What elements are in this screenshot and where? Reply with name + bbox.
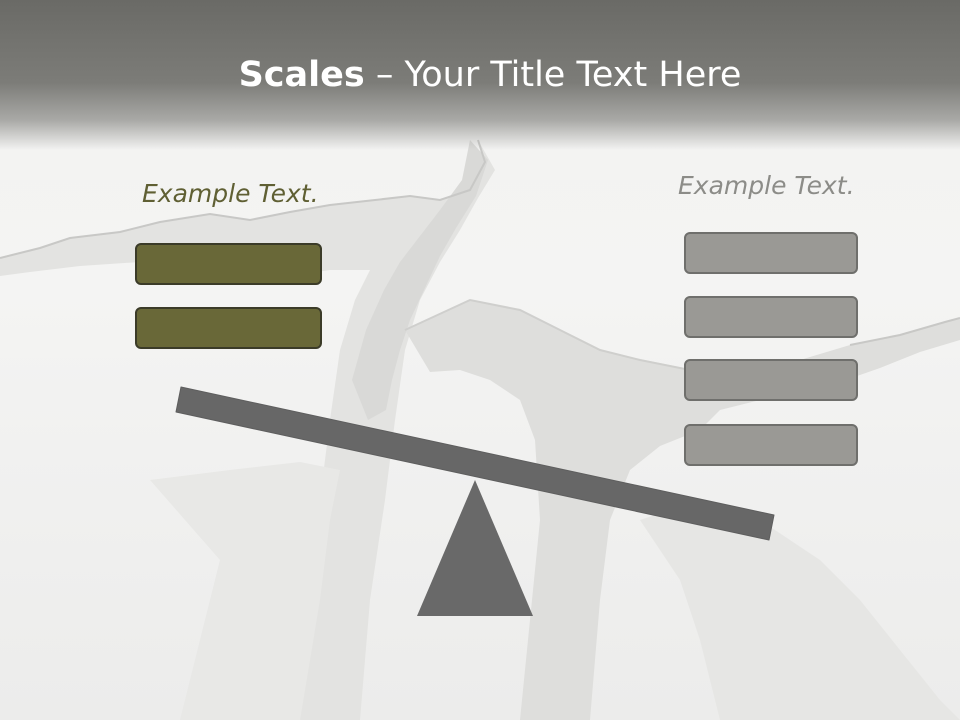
right-text-box-1[interactable] xyxy=(684,232,858,274)
left-example-text[interactable]: Example Text. xyxy=(142,179,319,208)
right-text-box-4[interactable] xyxy=(684,424,858,466)
title-bar xyxy=(0,0,960,150)
left-text-box-1[interactable] xyxy=(135,243,322,285)
title-rest-part: – Your Title Text Here xyxy=(364,55,742,95)
title-bold-part: Scales xyxy=(238,55,365,95)
left-text-box-2[interactable] xyxy=(135,307,322,349)
right-text-box-2[interactable] xyxy=(684,296,858,338)
right-text-box-3[interactable] xyxy=(684,359,858,401)
fulcrum-triangle xyxy=(417,480,533,616)
balance-beam[interactable] xyxy=(175,386,775,541)
slide-title[interactable]: Scales – Your Title Text Here xyxy=(0,52,960,98)
right-example-text[interactable]: Example Text. xyxy=(678,171,855,200)
